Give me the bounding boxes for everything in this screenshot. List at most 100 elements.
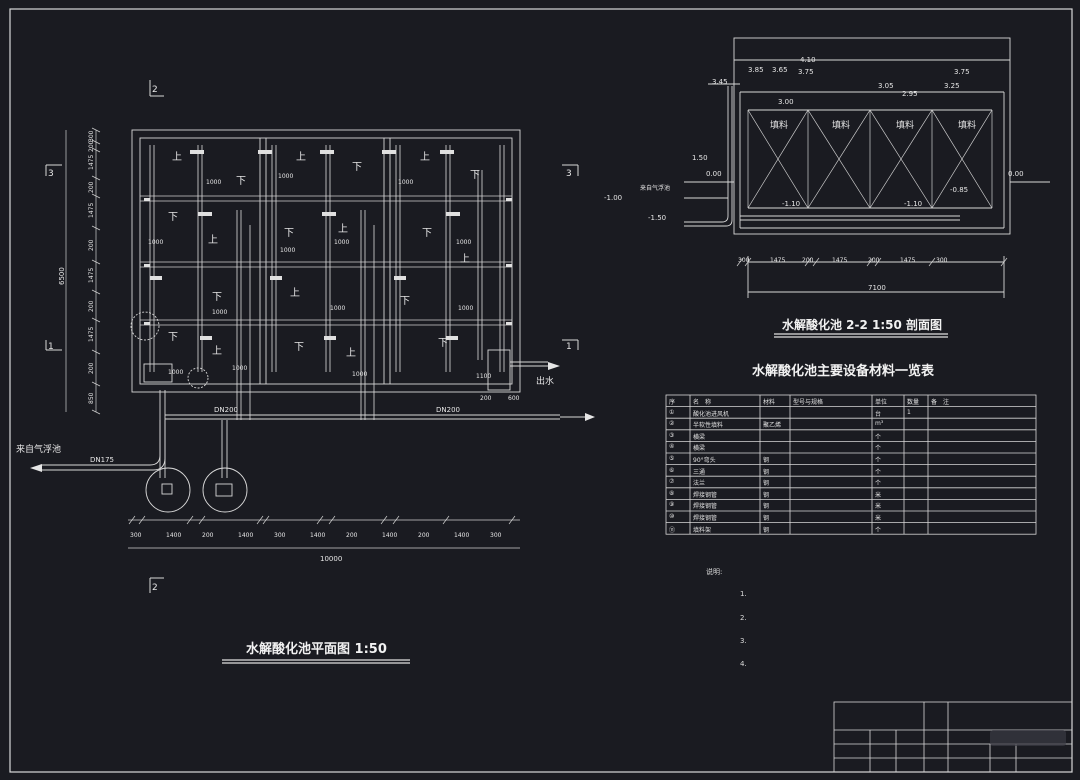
label-up: 上 [338,223,348,235]
note-3: 3. [740,637,747,645]
table-cell-no: ⑦ [669,478,675,486]
label-down: 下 [284,228,294,239]
dim-1000: 1000 [206,179,221,186]
dim-1000: 1000 [352,371,367,378]
fill-label: 填料 [958,119,976,131]
table-header-cell: 名 称 [693,399,712,406]
outlet-label: 出水 [536,375,554,387]
table-cell-no: ⑤ [669,455,675,462]
elev-minus-1-10: -1.10 [782,200,800,208]
table-cell-name: 填料架 [693,526,712,534]
dim-text: 1475 [832,257,847,264]
dim-text: 200 [88,300,95,312]
label-up: 上 [208,234,218,246]
section-mark-3-right: 3 [566,169,572,179]
section-title: 水解酸化池 2-2 1:50 剖面图 [782,318,943,332]
elev-4-10: 4.10 [800,56,816,64]
dim-1000: 1000 [280,247,295,254]
elev-3-45: 3.45 [712,78,728,86]
dim-text: 200 [88,181,95,193]
elev-3-65: 3.65 [772,66,788,74]
table-cell-unit: 个 [875,468,882,476]
dim-text: 1475 [900,257,915,264]
dim-200: 200 [480,395,492,402]
table-header-cell: 序 [669,399,676,406]
dim-text: 200 [802,257,814,264]
label-down: 下 [470,170,480,181]
dim-text: 300 [738,257,750,264]
label-up: 上 [346,347,356,359]
table-cell-name: 焊接钢管 [693,515,718,522]
dim-text: 1475 [88,155,95,170]
table-cell-mat: 钢 [763,526,770,534]
elev-3-75: 3.75 [798,68,814,76]
table-cell-no: ① [669,408,675,416]
dim-1000: 1000 [212,309,227,316]
dim-1000: 1000 [334,239,349,246]
elev-minus-1-50: -1.50 [648,214,666,222]
label-up: 上 [290,287,300,299]
dim-text: 1400 [382,532,397,539]
dim-text: 850 [88,392,95,404]
elev-3-25: 3.25 [944,82,960,90]
dim-text: 1475 [770,257,785,264]
elev-minus-1-00: -1.00 [604,194,622,202]
dim-text: 1475 [88,327,95,342]
pipe-size-dn200: DN200 [214,406,238,414]
table-cell-qty: 1 [907,408,911,416]
tank-outer-wall [131,129,521,393]
dim-1100: 1100 [476,373,491,380]
dim-text: 300 [88,130,95,142]
elev-0-00-left: 0.00 [706,170,722,178]
label-down: 下 [422,228,432,239]
dim-1000: 1000 [168,369,183,376]
table-header-cell: 型号与规格 [793,399,824,406]
label-down: 下 [400,296,410,307]
table-cell-unit: 个 [875,457,882,464]
dim-text: 1475 [88,268,95,283]
table-header-cell: 备 注 [931,399,950,406]
table-cell-no: ④ [669,443,675,451]
watermark-logo [990,730,1066,746]
dim-text: 200 [868,257,880,264]
plan-title: 水解酸化池平面图 1:50 [246,642,387,657]
fill-label: 填料 [832,119,850,131]
table-cell-unit: m³ [875,420,884,428]
section-mark-1-right: 1 [566,342,572,352]
dim-1000: 1000 [330,305,345,312]
dim-text: 300 [490,532,502,539]
table-cell-no: ⑨ [669,501,675,509]
label-down: 下 [438,338,448,349]
tank-inner-wall [139,137,513,385]
table-cell-name: 横梁 [693,445,706,453]
table-cell-unit: 个 [875,445,882,453]
table-cell-name: 三通 [693,468,706,476]
sheet-border [9,8,1073,773]
table-cell-no: ⑪ [669,526,676,534]
label-up: 上 [212,345,222,357]
note-2: 2. [740,614,747,622]
equipment-table-grid [665,394,1037,535]
fill-label: 填料 [896,119,914,131]
fill-label: 填料 [770,119,788,131]
table-cell-no: ② [669,420,675,428]
table-cell-unit: 个 [875,526,882,534]
table-cell-mat: 钢 [763,503,770,511]
section-mark-3-left: 3 [48,169,54,179]
table-cell-name: 焊接钢管 [693,491,718,499]
dim-text: 300 [130,532,142,539]
elev-3-75-right: 3.75 [954,68,970,76]
dim-text: 1475 [88,203,95,218]
elev-minus-0-85: -0.85 [950,186,968,194]
dim-text: 300 [274,532,286,539]
dim-1000: 1000 [458,305,473,312]
section-inlet-label: 来自气浮池 [640,184,670,192]
label-down: 下 [212,292,222,303]
label-up: 上 [296,151,306,163]
table-cell-no: ⑩ [669,513,675,520]
label-down: 下 [352,162,362,173]
table-cell-mat: 聚乙烯 [763,422,782,430]
dim-text: 200 [202,532,214,539]
table-cell-mat: 钢 [763,491,770,499]
